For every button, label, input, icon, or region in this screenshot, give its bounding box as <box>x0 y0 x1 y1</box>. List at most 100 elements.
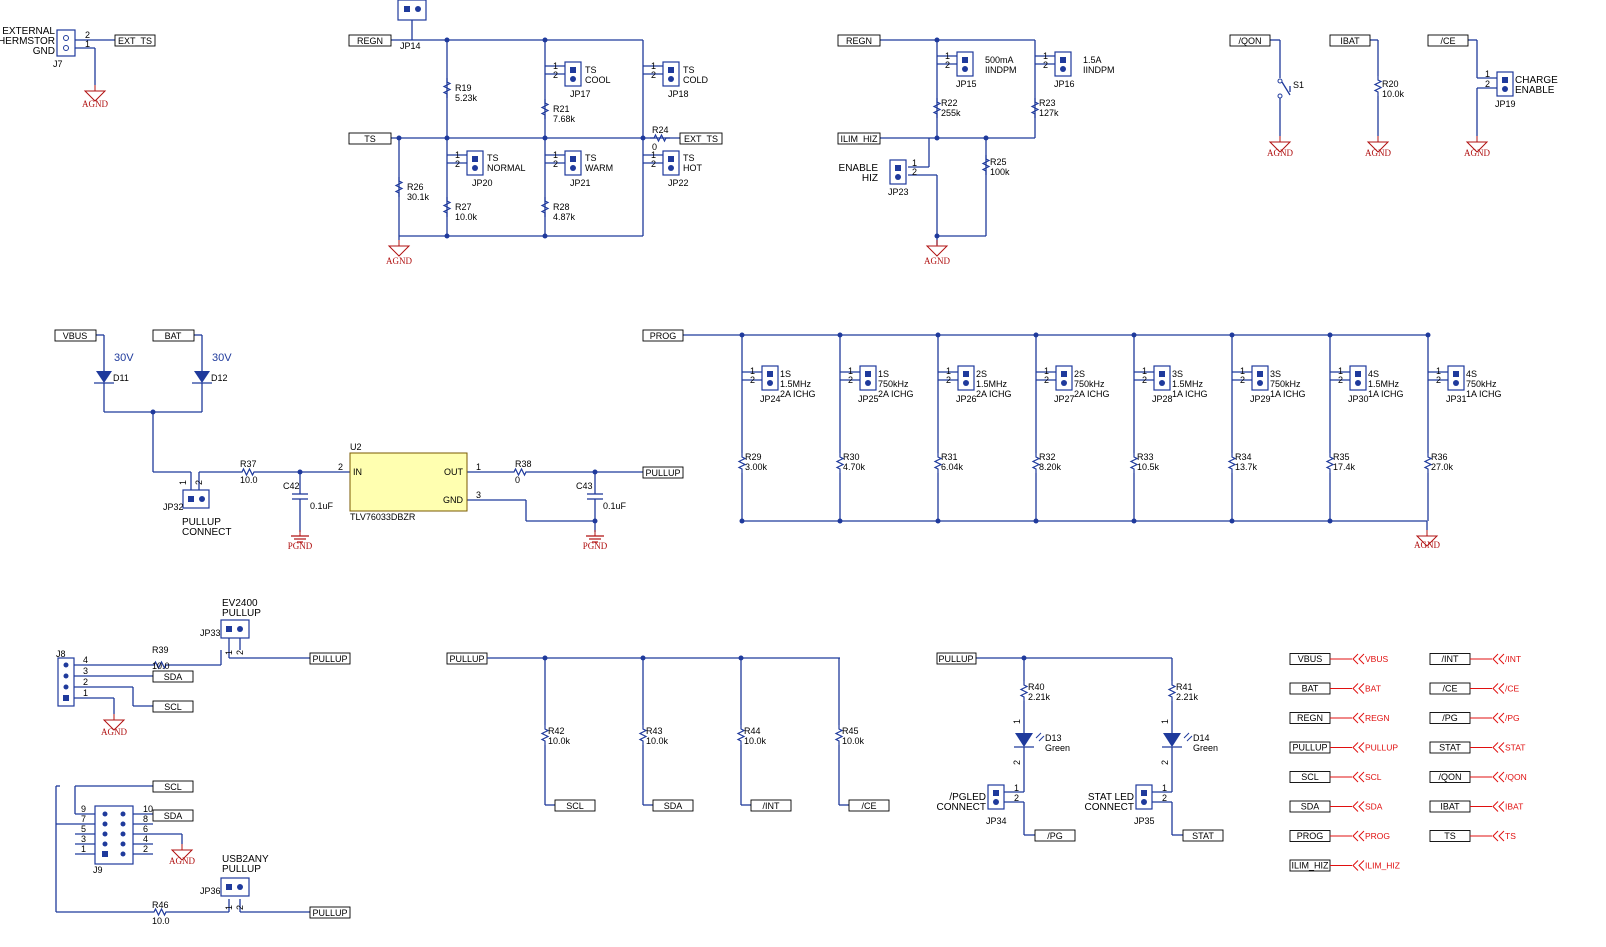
ibat-circuit <box>1367 39 1389 153</box>
svg-text:R22: R22 <box>941 98 958 108</box>
svg-text:1: 1 <box>1162 783 1167 793</box>
svg-text:SDA: SDA <box>164 672 183 682</box>
svg-text:2: 2 <box>143 844 148 854</box>
jp18-ref: JP18 <box>668 89 689 99</box>
svg-text:COOL: COOL <box>585 75 611 85</box>
jp23-ref: JP23 <box>888 187 909 197</box>
svg-text:EXT_TS: EXT_TS <box>118 36 152 46</box>
svg-text:SDA: SDA <box>1301 802 1320 812</box>
svg-text:2: 2 <box>235 905 245 910</box>
svg-text:/CE: /CE <box>1442 684 1457 694</box>
svg-text:/CE: /CE <box>1440 36 1455 46</box>
jp27-ref: JP27 <box>1054 394 1075 404</box>
svg-text:2: 2 <box>1162 793 1167 803</box>
svg-text:SCL: SCL <box>1365 772 1382 782</box>
svg-text:SCL: SCL <box>566 801 584 811</box>
svg-text:2: 2 <box>1485 79 1490 89</box>
svg-text:8: 8 <box>143 814 148 824</box>
jp18-jumper <box>662 61 680 87</box>
net-ce-pullup: /CE <box>848 799 890 812</box>
svg-text:1: 1 <box>1160 719 1170 724</box>
svg-text:EV2400: EV2400 <box>222 598 258 609</box>
svg-text:/PG: /PG <box>1442 713 1458 723</box>
svg-text:1: 1 <box>224 905 234 910</box>
svg-text:ILIM_HIZ: ILIM_HIZ <box>1291 861 1329 871</box>
svg-text:10.0: 10.0 <box>240 475 258 485</box>
svg-text:2: 2 <box>83 677 88 687</box>
svg-text:3: 3 <box>81 834 86 844</box>
agnd-label: AGND <box>924 256 950 266</box>
prog-label-3: 1A ICHG <box>1368 389 1404 399</box>
pullup-supply-wiring <box>94 334 643 543</box>
svg-text:AGND: AGND <box>1365 148 1391 158</box>
jp28-jumper <box>1153 365 1171 391</box>
jp22-ref: JP22 <box>668 178 689 188</box>
svg-text:4: 4 <box>83 655 88 665</box>
svg-text:Green: Green <box>1193 743 1218 753</box>
svg-text:/INT: /INT <box>763 801 781 811</box>
svg-text:NORMAL: NORMAL <box>487 163 526 173</box>
net-ts-label: TS <box>348 132 392 145</box>
d12-ref: D12 <box>211 373 228 383</box>
jp20-ref: JP20 <box>472 178 493 188</box>
svg-text:1: 1 <box>1014 783 1019 793</box>
svg-text:1: 1 <box>912 158 917 168</box>
svg-text:1.5A: 1.5A <box>1083 55 1102 65</box>
svg-text:3: 3 <box>476 490 481 500</box>
svg-text:2: 2 <box>85 30 90 40</box>
r43-value: 10.0k <box>646 736 669 746</box>
svg-text:IBAT: IBAT <box>1440 802 1460 812</box>
jp32-jumper: 1 2 <box>178 480 210 509</box>
svg-text:HOT: HOT <box>683 163 703 173</box>
net-pg-led: /PG <box>1034 829 1076 842</box>
r32-value: 8.20k <box>1039 462 1062 472</box>
svg-text:STAT: STAT <box>1192 831 1214 841</box>
svg-text:CONNECT: CONNECT <box>937 802 986 813</box>
svg-text:IBAT: IBAT <box>1340 36 1360 46</box>
svg-text:PGND: PGND <box>288 541 313 551</box>
r19-ref: R19 <box>455 83 472 93</box>
jp31-ref: JP31 <box>1446 394 1467 404</box>
net-qon-top: /QON <box>1229 34 1271 47</box>
svg-text:2: 2 <box>1044 375 1049 385</box>
svg-text:SCL: SCL <box>164 702 182 712</box>
r45-ref: R45 <box>842 726 859 736</box>
r29-value: 3.00k <box>745 462 768 472</box>
r42-ref: R42 <box>548 726 565 736</box>
net-ext-ts-j7: EXT_TS <box>114 34 156 47</box>
svg-text:1: 1 <box>1012 719 1022 724</box>
svg-text:R40: R40 <box>1028 682 1045 692</box>
svg-text:REGN: REGN <box>846 36 872 46</box>
prog-label-3: 2A ICHG <box>1074 389 1110 399</box>
svg-text:PROG: PROG <box>650 331 677 341</box>
jp21-ref: JP21 <box>570 178 591 188</box>
r26-resistor <box>395 176 403 198</box>
jp14-jumper <box>397 0 427 22</box>
net-ilim-hiz: ILIM_HIZ <box>837 132 881 145</box>
d11-ref: D11 <box>113 373 129 383</box>
svg-text:1: 1 <box>651 150 656 160</box>
jp36-jumper: 1 2 <box>220 877 250 910</box>
svg-text:255k: 255k <box>941 108 961 118</box>
r34-value: 13.7k <box>1235 462 1258 472</box>
svg-text:2: 2 <box>946 375 951 385</box>
prog-label-1: 4S <box>1368 369 1379 379</box>
svg-text:1: 1 <box>1485 69 1490 79</box>
svg-text:PULLUP: PULLUP <box>222 864 261 875</box>
r22-resistor <box>933 97 941 119</box>
j7-ref: J7 <box>53 59 63 69</box>
svg-text:ILIM_HIZ: ILIM_HIZ <box>1365 861 1400 871</box>
s1-ref: S1 <box>1293 80 1304 90</box>
prog-label-3: 1A ICHG <box>1466 389 1502 399</box>
svg-text:STAT LED: STAT LED <box>1088 792 1134 803</box>
jp34-ref: JP34 <box>986 816 1007 826</box>
prog-wiring <box>683 334 1438 547</box>
net-scl-j8: SCL <box>152 700 194 713</box>
jp22-jumper <box>662 150 680 176</box>
svg-text:/CE: /CE <box>861 801 876 811</box>
svg-text:AGND: AGND <box>1464 148 1490 158</box>
offpage-pg: /PG/PG <box>1429 712 1520 724</box>
